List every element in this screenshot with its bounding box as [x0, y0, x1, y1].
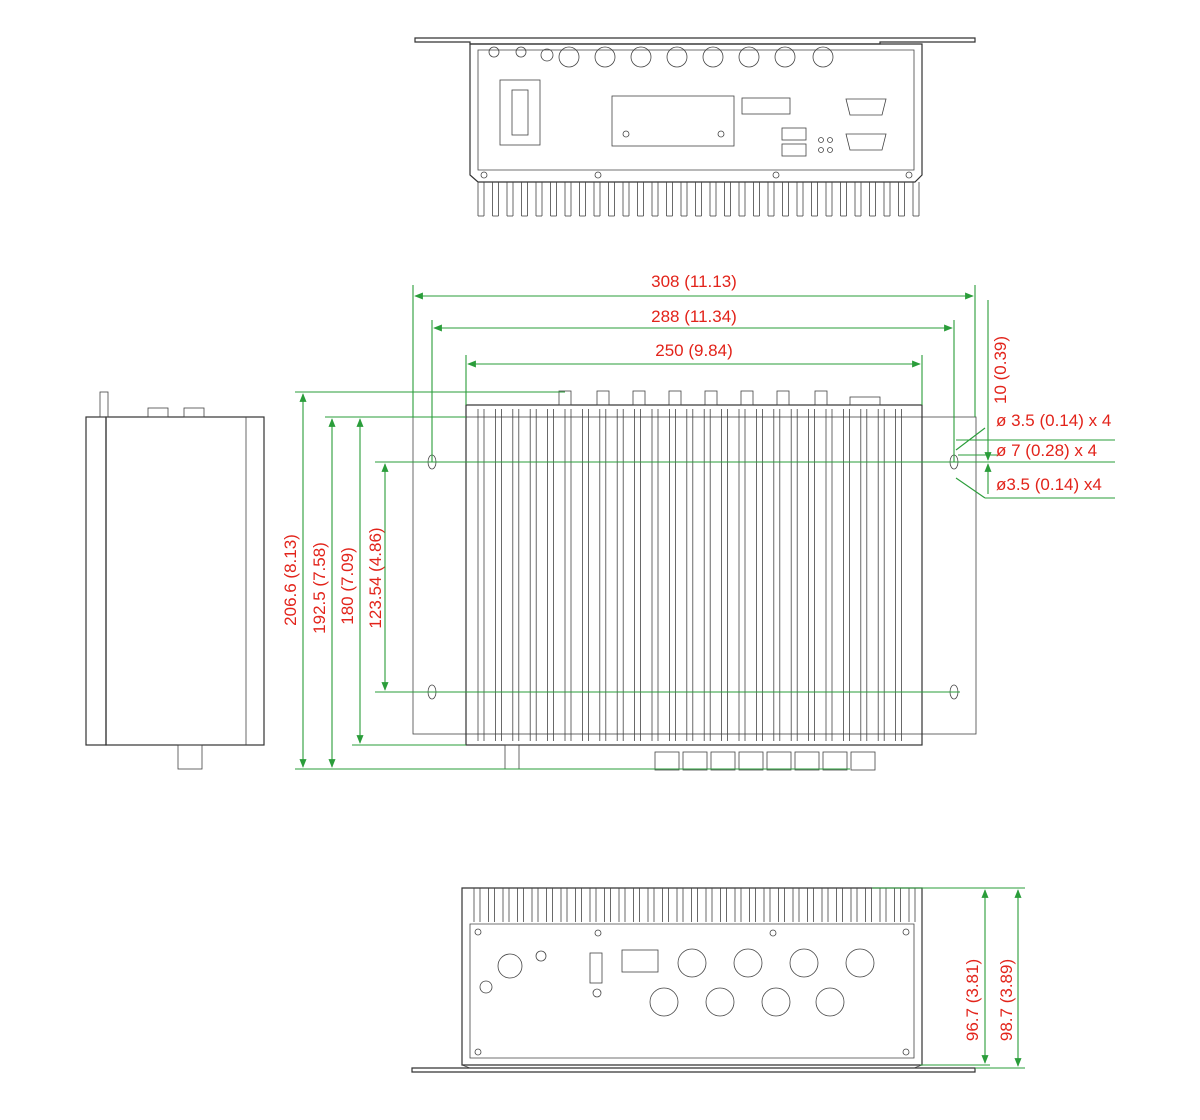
heat-sink-fins-top	[477, 182, 920, 217]
dim-overall-width: 308 (11.13)	[651, 272, 737, 291]
chassis-body	[465, 404, 923, 746]
heat-sink-fins-front	[473, 888, 916, 922]
dim-hole-lower: ø3.5 (0.14) x4	[996, 475, 1102, 494]
dim-height-body: 96.7 (3.81)	[963, 959, 982, 1041]
dim-body-width: 250 (9.84)	[655, 341, 733, 360]
usb-port	[781, 143, 807, 157]
serial-port	[845, 133, 887, 151]
dimension-lines	[295, 285, 1115, 1069]
side-view	[85, 391, 265, 770]
dim-height-overall: 98.7 (3.89)	[997, 959, 1016, 1041]
top-view	[412, 390, 977, 771]
antenna-connectors	[558, 390, 881, 406]
mounting-plate	[412, 416, 977, 735]
dim-overall-depth: 206.6 (8.13)	[281, 534, 300, 626]
hdmi-port	[589, 952, 603, 984]
terminal-block	[741, 97, 791, 115]
dim-depth-180: 180 (7.09)	[338, 547, 357, 625]
dim-hole-mid: ø 7 (0.28) x 4	[996, 441, 1097, 460]
dimension-labels: 308 (11.13) 288 (11.34) 250 (9.84) 206.6…	[281, 272, 1111, 1041]
dim-depth-192: 192.5 (7.58)	[310, 542, 329, 634]
dim-hole-upper: ø 3.5 (0.14) x 4	[996, 411, 1111, 430]
usb-port	[781, 127, 807, 141]
rear-circular-ports	[488, 46, 834, 68]
cover-plate	[611, 95, 735, 147]
heat-sink-fins	[477, 409, 902, 741]
power-connector	[497, 953, 523, 979]
dim-slot-offset: 10 (0.39)	[991, 336, 1010, 404]
front-m12-connectors	[504, 744, 876, 771]
vga-port	[621, 949, 659, 973]
front-panel-view	[411, 887, 976, 1073]
dim-hole-spacing-width: 288 (11.34)	[651, 307, 737, 326]
rear-panel-view	[414, 37, 976, 217]
dim-hole-spacing-depth: 123.54 (4.86)	[366, 527, 385, 628]
serial-port	[845, 98, 887, 116]
